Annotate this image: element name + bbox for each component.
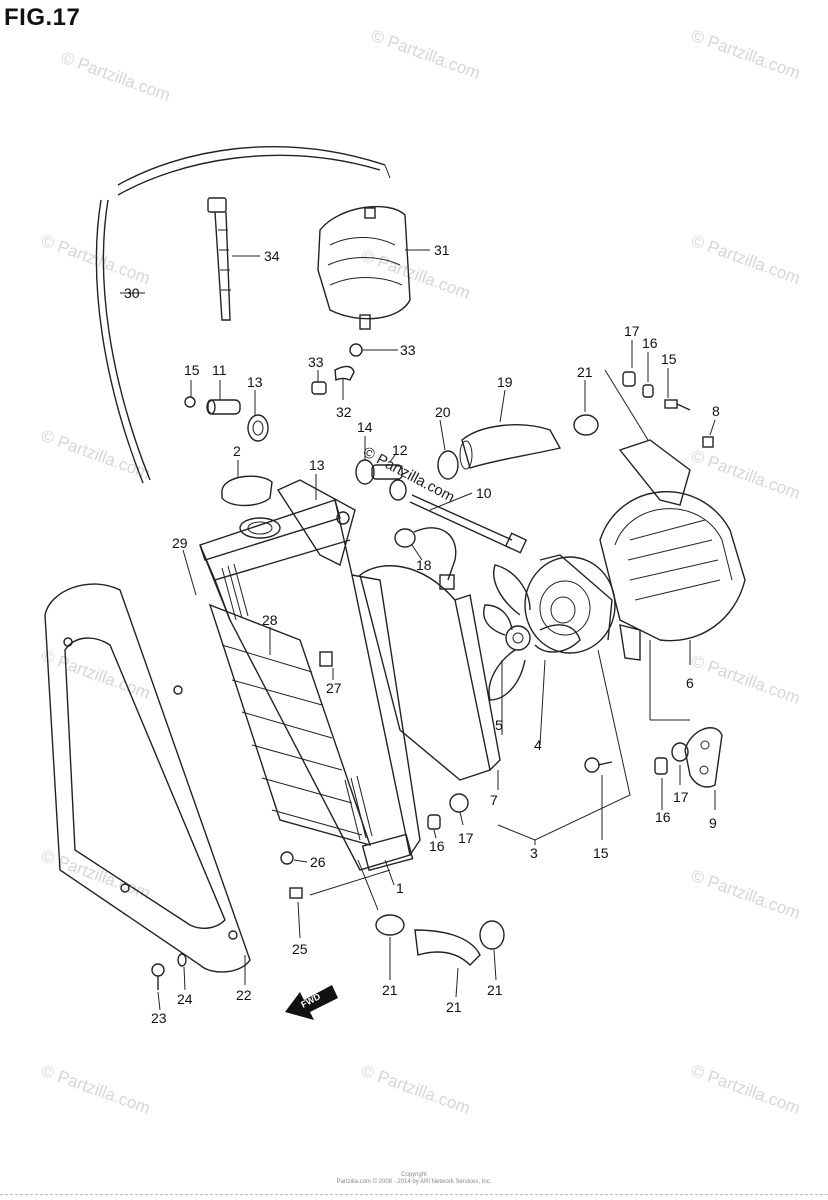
part-9-plate bbox=[684, 727, 723, 788]
watermark: © Partzilla.com bbox=[689, 446, 803, 503]
part-18-sensor bbox=[394, 527, 457, 590]
callout: 10 bbox=[476, 485, 492, 501]
part-26-guard bbox=[208, 603, 372, 847]
callout: 9 bbox=[709, 815, 717, 831]
callout: 18 bbox=[416, 557, 432, 573]
part-19-upper-hose bbox=[459, 424, 562, 470]
hardware-15-16-17-8 bbox=[151, 371, 714, 990]
part-32-hose bbox=[95, 146, 391, 484]
callout: 21 bbox=[446, 999, 462, 1015]
callout: 29 bbox=[172, 535, 188, 551]
callout: 16 bbox=[642, 335, 658, 351]
fwd-arrow: FWD bbox=[285, 985, 338, 1020]
part-7-shroud bbox=[359, 565, 501, 781]
callout: 8 bbox=[712, 403, 720, 419]
callout: 25 bbox=[292, 941, 308, 957]
callout: 13 bbox=[309, 457, 325, 473]
callout: 14 bbox=[357, 419, 373, 435]
callouts: 34 31 30 33 33 32 15 11 13 2 13 29 28 27… bbox=[124, 242, 720, 1026]
copyright-line: Partzilla.com © 2008 - 2014 by ARI Netwo… bbox=[336, 1179, 492, 1185]
callout: 7 bbox=[490, 792, 498, 808]
part-2-radiator-cap bbox=[221, 475, 273, 507]
watermark: © Partzilla.com bbox=[39, 646, 153, 703]
watermark: © Partzilla.com bbox=[689, 866, 803, 923]
part-5-fan-blade bbox=[483, 564, 581, 701]
callout: 33 bbox=[308, 354, 324, 370]
part-10-bolt bbox=[409, 494, 528, 554]
figure-title: FIG.17 bbox=[4, 4, 81, 31]
watermark: © Partzilla.com bbox=[359, 246, 473, 303]
callout: 19 bbox=[497, 374, 513, 390]
part-4-fan-motor bbox=[524, 554, 616, 654]
part-21-clamps bbox=[375, 414, 599, 950]
callout: 32 bbox=[336, 404, 352, 420]
copyright-notice: Copyright Partzilla.com © 2008 - 2014 by… bbox=[0, 1172, 828, 1186]
callout: 33 bbox=[400, 342, 416, 358]
callout: 5 bbox=[495, 717, 503, 733]
watermark: © Partzilla.com bbox=[39, 1061, 153, 1118]
callout: 16 bbox=[429, 838, 445, 854]
watermark: © Partzilla.com bbox=[689, 651, 803, 708]
callout: 28 bbox=[262, 612, 278, 628]
callout: 13 bbox=[247, 374, 263, 390]
callout: 17 bbox=[673, 789, 689, 805]
watermark: © Partzilla.com bbox=[369, 26, 483, 83]
callout: 17 bbox=[624, 323, 640, 339]
watermark: © Partzilla.com bbox=[689, 1061, 803, 1118]
callout: 16 bbox=[655, 809, 671, 825]
callout: 3 bbox=[530, 845, 538, 861]
watermark: © Partzilla.com bbox=[359, 1061, 473, 1118]
callout: 6 bbox=[686, 675, 694, 691]
callout: 26 bbox=[310, 854, 326, 870]
part-22-cover bbox=[44, 583, 251, 973]
bottom-divider bbox=[0, 1194, 828, 1195]
callout: 11 bbox=[212, 362, 227, 378]
callout: 4 bbox=[534, 737, 542, 753]
callout: 15 bbox=[661, 351, 677, 367]
part-11-13-14-hardware bbox=[184, 396, 269, 442]
callout: 2 bbox=[233, 443, 241, 459]
part-20-lower-hose bbox=[414, 929, 481, 966]
part-34-strap bbox=[207, 197, 231, 321]
callout: 24 bbox=[177, 991, 193, 1007]
callout: 20 bbox=[435, 404, 451, 420]
callout: 21 bbox=[577, 364, 593, 380]
part-30-reservoir-tank bbox=[317, 205, 411, 330]
watermark: © Partzilla.com bbox=[689, 26, 803, 83]
callout: 1 bbox=[396, 880, 404, 896]
callout: 31 bbox=[434, 242, 450, 258]
callout: 12 bbox=[392, 442, 408, 458]
callout: 15 bbox=[184, 362, 200, 378]
callout: 27 bbox=[326, 680, 342, 696]
watermark: © Partzilla.com bbox=[59, 48, 173, 105]
part-12-bracket bbox=[276, 479, 356, 567]
copyright-line: Copyright bbox=[401, 1172, 427, 1178]
callout: 23 bbox=[151, 1010, 167, 1026]
part-1-radiator bbox=[199, 499, 421, 872]
callout: 21 bbox=[382, 982, 398, 998]
callout: 17 bbox=[458, 830, 474, 846]
part-6-fan-shroud bbox=[599, 439, 746, 661]
callout: 34 bbox=[264, 248, 280, 264]
callout: 30 bbox=[124, 285, 140, 301]
watermark: © Partzilla.com bbox=[689, 231, 803, 288]
callout: 15 bbox=[593, 845, 609, 861]
leader-lines bbox=[120, 249, 716, 1011]
callout: 21 bbox=[487, 982, 503, 998]
watermark: © Partzilla.com bbox=[39, 426, 153, 483]
callout: 22 bbox=[236, 987, 252, 1003]
